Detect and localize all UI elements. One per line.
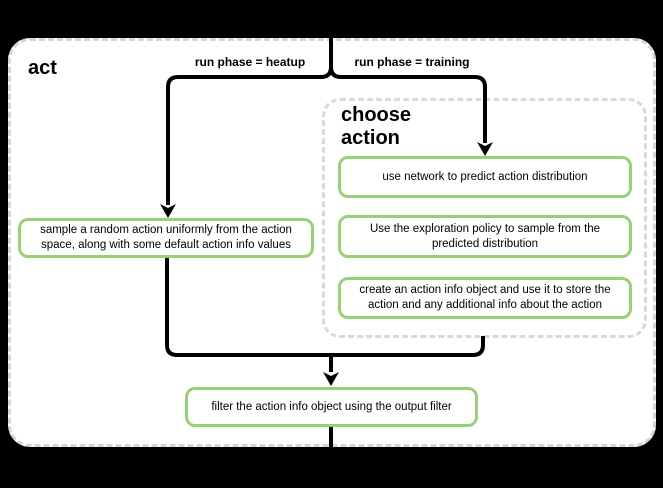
choose-action-title: choose action	[341, 104, 412, 149]
act-title: act	[28, 57, 57, 79]
node-sample-random-action: sample a random action uniformly from th…	[18, 218, 314, 258]
edge-label-training: run phase = training	[354, 55, 470, 69]
node-create-action-info: create an action info object and use it …	[338, 277, 632, 319]
node-exploration-policy: Use the exploration policy to sample fro…	[338, 215, 632, 258]
node-use-network: use network to predict action distributi…	[338, 156, 632, 198]
edge-label-heatup: run phase = heatup	[194, 55, 306, 69]
node-filter-action-info: filter the action info object using the …	[185, 387, 478, 427]
